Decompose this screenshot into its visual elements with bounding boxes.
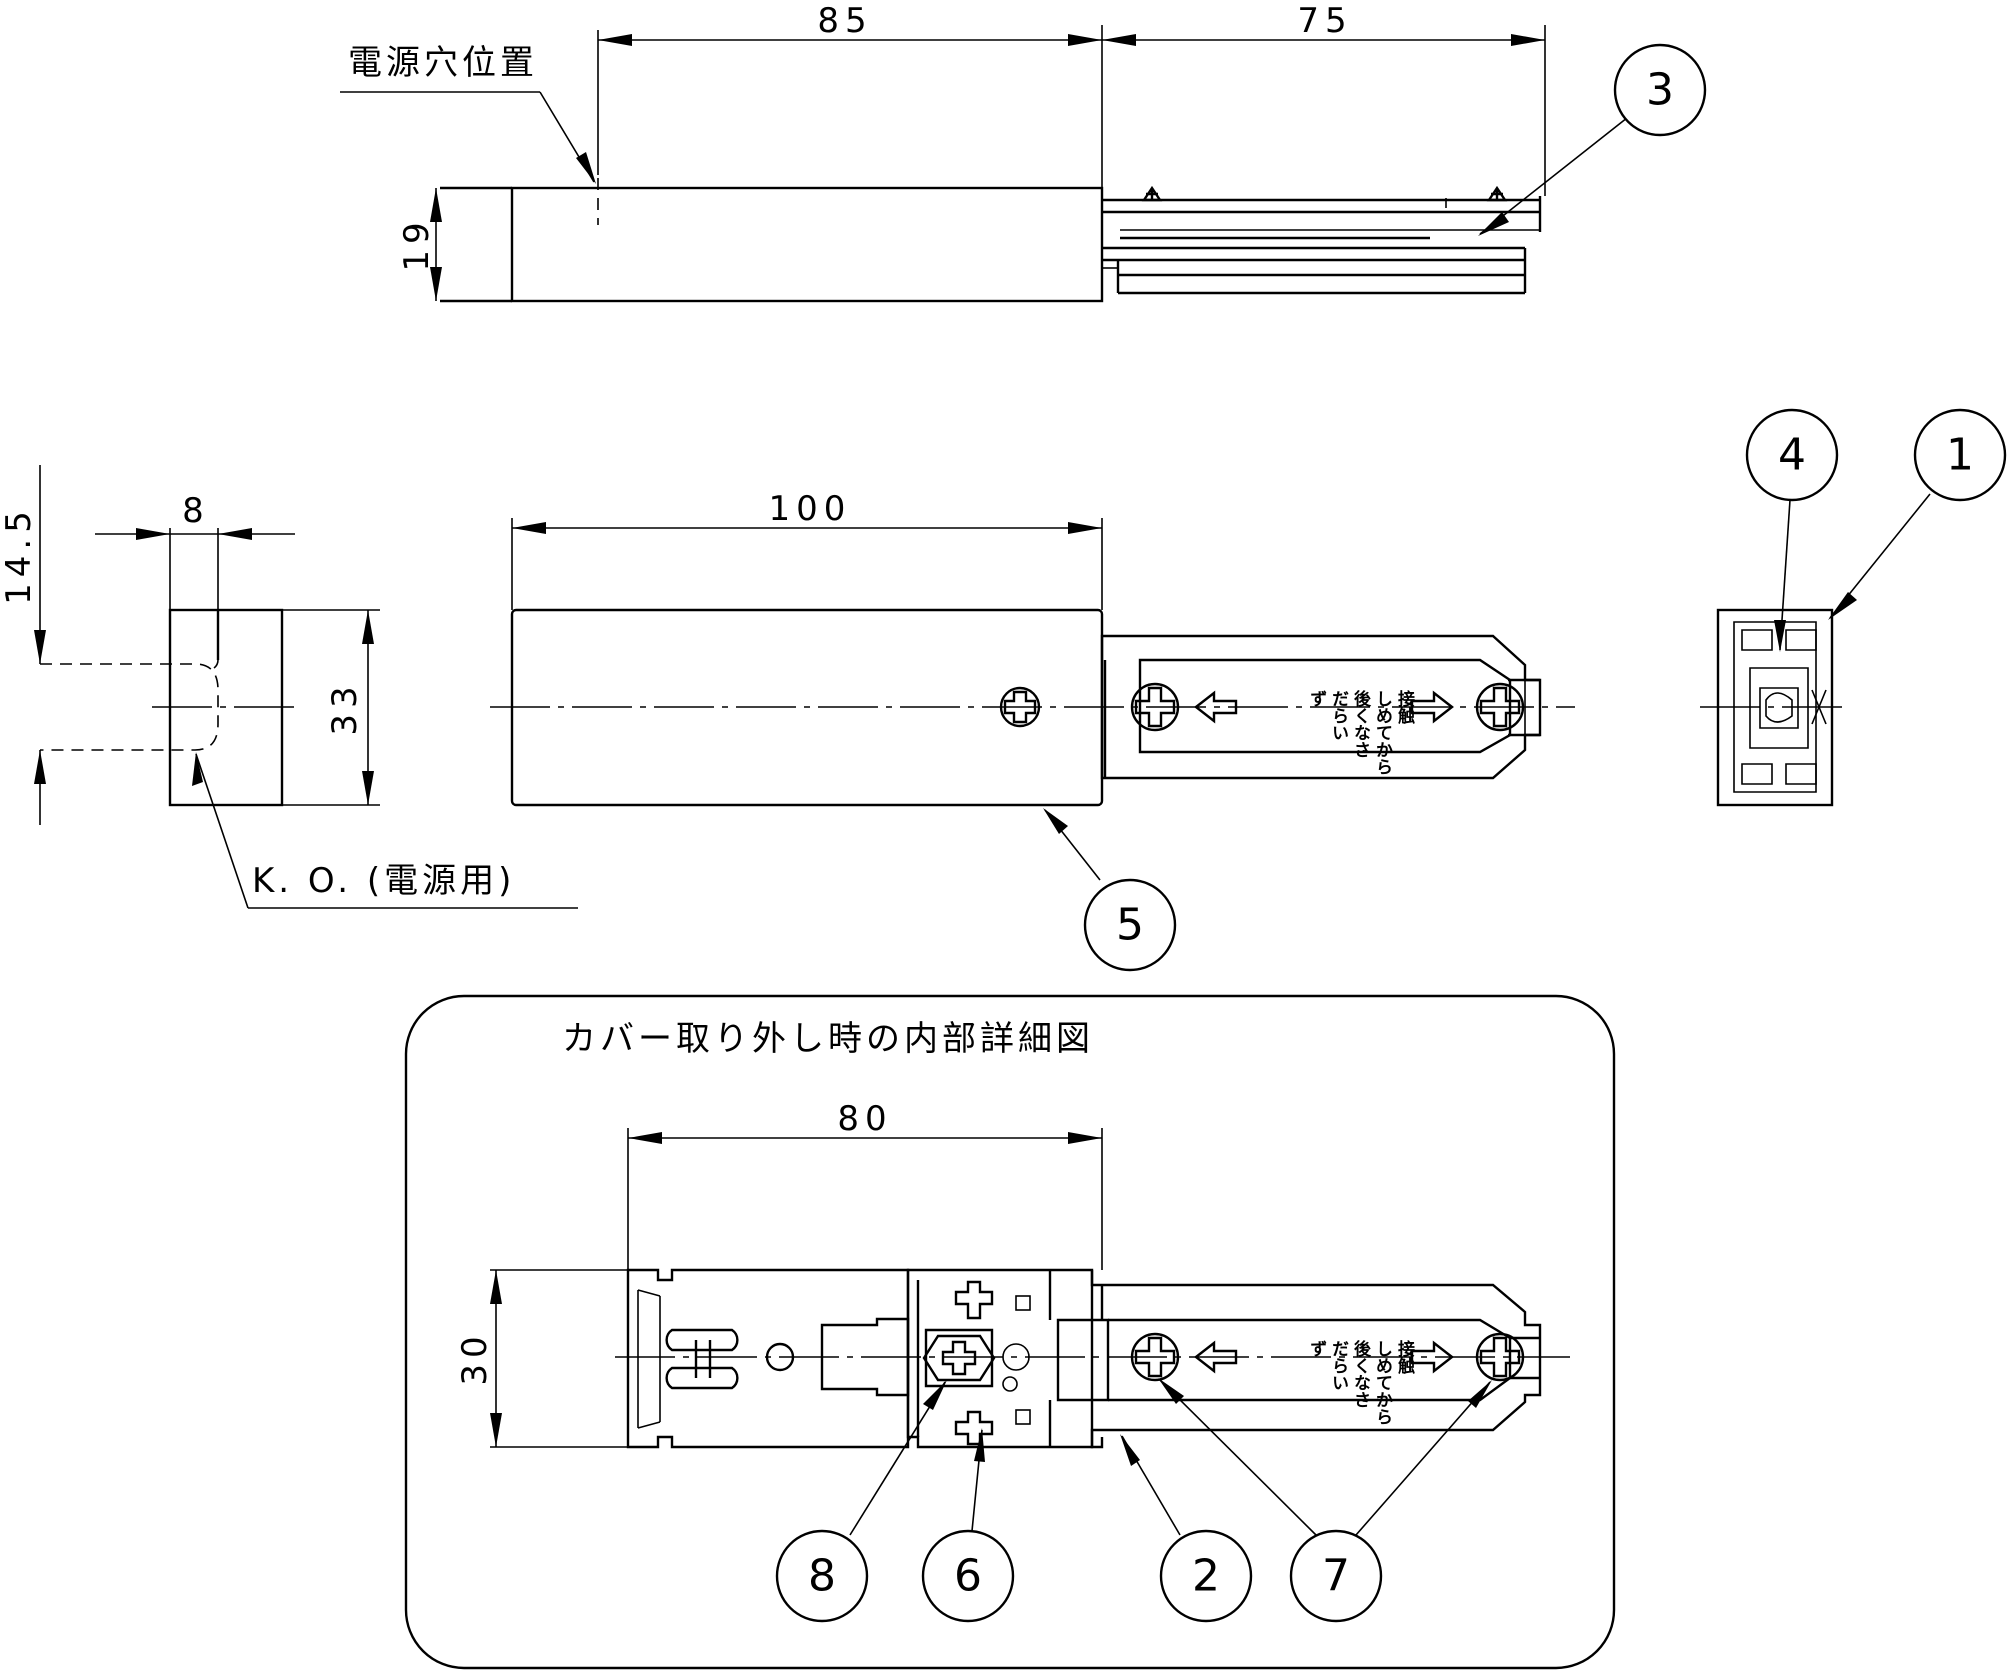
body-screw	[999, 686, 1041, 728]
callout-8: 8	[775, 1380, 947, 1623]
svg-text:8: 8	[808, 1551, 836, 1602]
detail-plate-text-2: しめてから	[1372, 1340, 1392, 1425]
end-view: 4 1	[1700, 408, 2007, 807]
plate-text-3: 後くなさ	[1350, 689, 1371, 758]
dim-19-label: 19	[397, 216, 437, 271]
dim-33: 33	[282, 609, 380, 806]
detail-plate-text-4: だらい	[1328, 1340, 1348, 1391]
svg-text:6: 6	[954, 1551, 982, 1602]
top-view-body	[510, 186, 1104, 303]
callout-6: 6	[921, 1428, 1015, 1623]
knockout-label: K. O. (電源用)	[192, 752, 578, 909]
terminal-block	[906, 1268, 1094, 1449]
callout-2: 2	[1120, 1434, 1253, 1623]
svg-text:1: 1	[1946, 430, 1974, 481]
dim-14-5-label: 14.5	[0, 505, 39, 605]
svg-text:4: 4	[1778, 430, 1806, 481]
top-view-plug	[1102, 185, 1542, 295]
svg-text:2: 2	[1192, 1551, 1220, 1602]
plate-text-4: だらい	[1328, 690, 1348, 741]
detail-title: カバー取り外し時の内部詳細図	[562, 1019, 1094, 1059]
front-view-plug: 接触 しめてから 後くなさ だらい ず	[1100, 634, 1542, 780]
dim-19: 19	[397, 188, 442, 301]
svg-text:7: 7	[1322, 1551, 1350, 1602]
callout-3: 3	[1478, 43, 1707, 236]
callout-7: 7	[1158, 1378, 1492, 1623]
knockout-text: K. O. (電源用)	[252, 861, 515, 901]
top-view: 85 75 19 電源穴位置 3	[340, 1, 1707, 303]
dim-100-label: 100	[769, 489, 852, 529]
detail-plate-text-5: ず	[1306, 1340, 1326, 1357]
dim-30: 30	[455, 1269, 630, 1448]
callout-5: 5	[1043, 808, 1177, 972]
dim-30-label: 30	[455, 1330, 495, 1385]
dim-75-label: 75	[1297, 1, 1352, 41]
svg-text:5: 5	[1116, 900, 1144, 951]
callout-1: 1	[1828, 408, 2007, 620]
detail-plate-text-1: 接触	[1394, 1339, 1416, 1375]
dim-8-label: 8	[182, 491, 210, 531]
detail-panel: カバー取り外し時の内部詳細図 80 30	[404, 994, 1616, 1670]
plate-text-5: ず	[1306, 690, 1326, 707]
dim-8: 8	[95, 491, 295, 610]
side-view: 8 33 14.5 K. O. (電源用)	[0, 465, 578, 909]
dim-85: 85	[597, 1, 1103, 188]
detail-plug: 接触 しめてから 後くなさ だらい ず	[615, 1270, 1570, 1449]
dim-85-label: 85	[817, 1, 872, 41]
dim-100: 100	[511, 489, 1103, 610]
detail-housing	[626, 1268, 910, 1449]
detail-frame	[404, 994, 1616, 1670]
dim-33-label: 33	[325, 680, 365, 735]
front-view: 接触 しめてから 後くなさ だらい ず 100 5	[490, 489, 1575, 972]
plate-text-2: しめてから	[1372, 690, 1392, 775]
plate-text-1: 接触	[1394, 689, 1416, 725]
svg-text:3: 3	[1646, 65, 1674, 116]
detail-plate-text-3: 後くなさ	[1350, 1339, 1371, 1408]
dim-14-5: 14.5	[0, 465, 46, 825]
dim-80: 80	[627, 1099, 1103, 1270]
power-hole-text: 電源穴位置	[348, 43, 538, 83]
dim-80-label: 80	[837, 1099, 892, 1139]
callout-4: 4	[1745, 408, 1839, 652]
dim-75: 75	[1102, 1, 1546, 196]
power-hole-label: 電源穴位置	[340, 43, 596, 184]
